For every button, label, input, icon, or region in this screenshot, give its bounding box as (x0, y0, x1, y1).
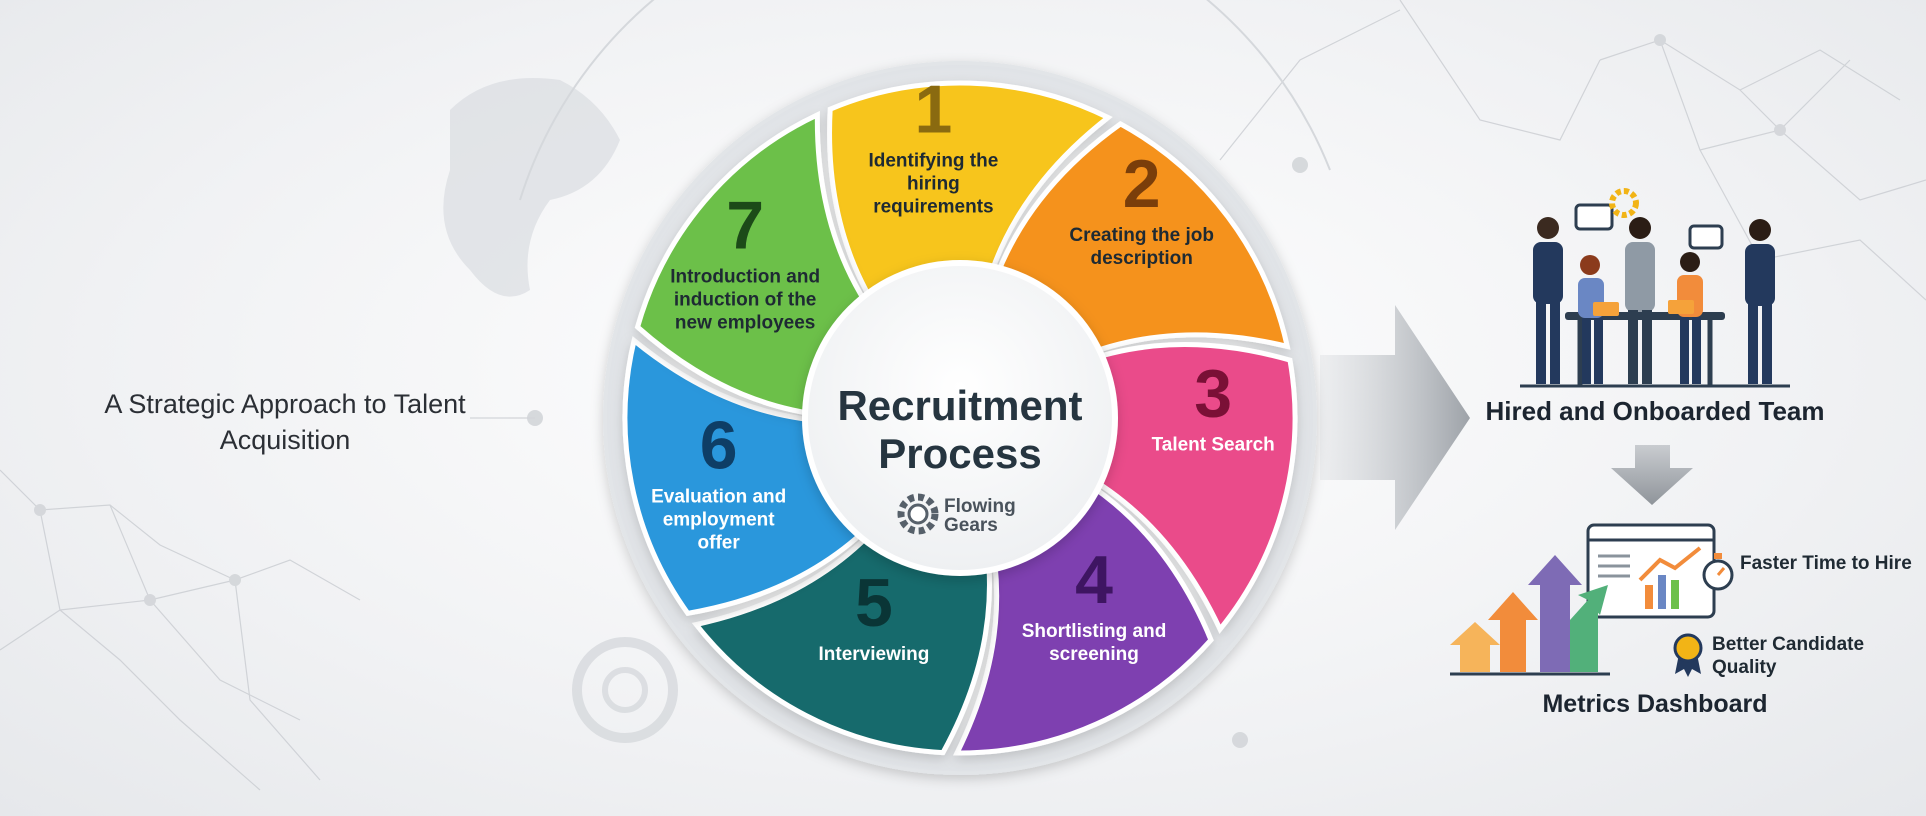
step-1-segment (827, 80, 1113, 302)
step-2-number: 2 (1123, 146, 1161, 222)
step-6-segment (622, 336, 867, 617)
stopwatch-icon (1702, 553, 1734, 591)
hub-title-line1: Recruitment (837, 382, 1082, 429)
brand-name-line1: Flowing (944, 496, 1016, 517)
brand-name-line2: Gears (944, 515, 998, 536)
hub-title-line2: Process (878, 430, 1041, 477)
background-gear-icon (572, 637, 678, 743)
metric-better-candidate-quality: Better Candidate Quality (1712, 634, 1865, 678)
outer-orbit-decoration (519, 0, 1331, 201)
metrics-dashboard-illustration-icon (1450, 523, 1716, 676)
world-map-decoration (443, 78, 620, 297)
step-5-number: 5 (855, 565, 893, 641)
team-caption: Hired and Onboarded Team (1485, 396, 1825, 426)
diagram-tagline: A Strategic Approach to Talent Acquisiti… (104, 389, 466, 455)
hub-circle (802, 260, 1118, 576)
team-illustration-icon (1520, 188, 1790, 388)
step-5-label: Interviewing (818, 644, 929, 665)
step-3-segment (1092, 342, 1298, 634)
step-4-number: 4 (1075, 542, 1113, 618)
flow-arrow-down (1611, 445, 1693, 505)
step-6-number: 6 (700, 407, 738, 483)
metric-faster-time-to-hire: Faster Time to Hire (1740, 553, 1912, 574)
step-4-segment (952, 483, 1214, 756)
step-5-segment (691, 532, 992, 756)
step-1-number: 1 (914, 71, 952, 147)
dashboard-caption: Metrics Dashboard (1542, 690, 1768, 718)
step-7-number: 7 (726, 188, 764, 264)
step-2-segment (994, 121, 1291, 355)
flow-arrow-right (1320, 305, 1470, 530)
network-background-decoration (0, 0, 1926, 791)
flowing-gears-logo-icon (897, 493, 939, 535)
step-3-number: 3 (1194, 356, 1232, 432)
step-7-segment (634, 110, 869, 417)
cycle-segments (622, 80, 1298, 756)
step-3-label: Talent Search (1152, 435, 1275, 456)
award-ribbon-icon (1673, 633, 1703, 677)
